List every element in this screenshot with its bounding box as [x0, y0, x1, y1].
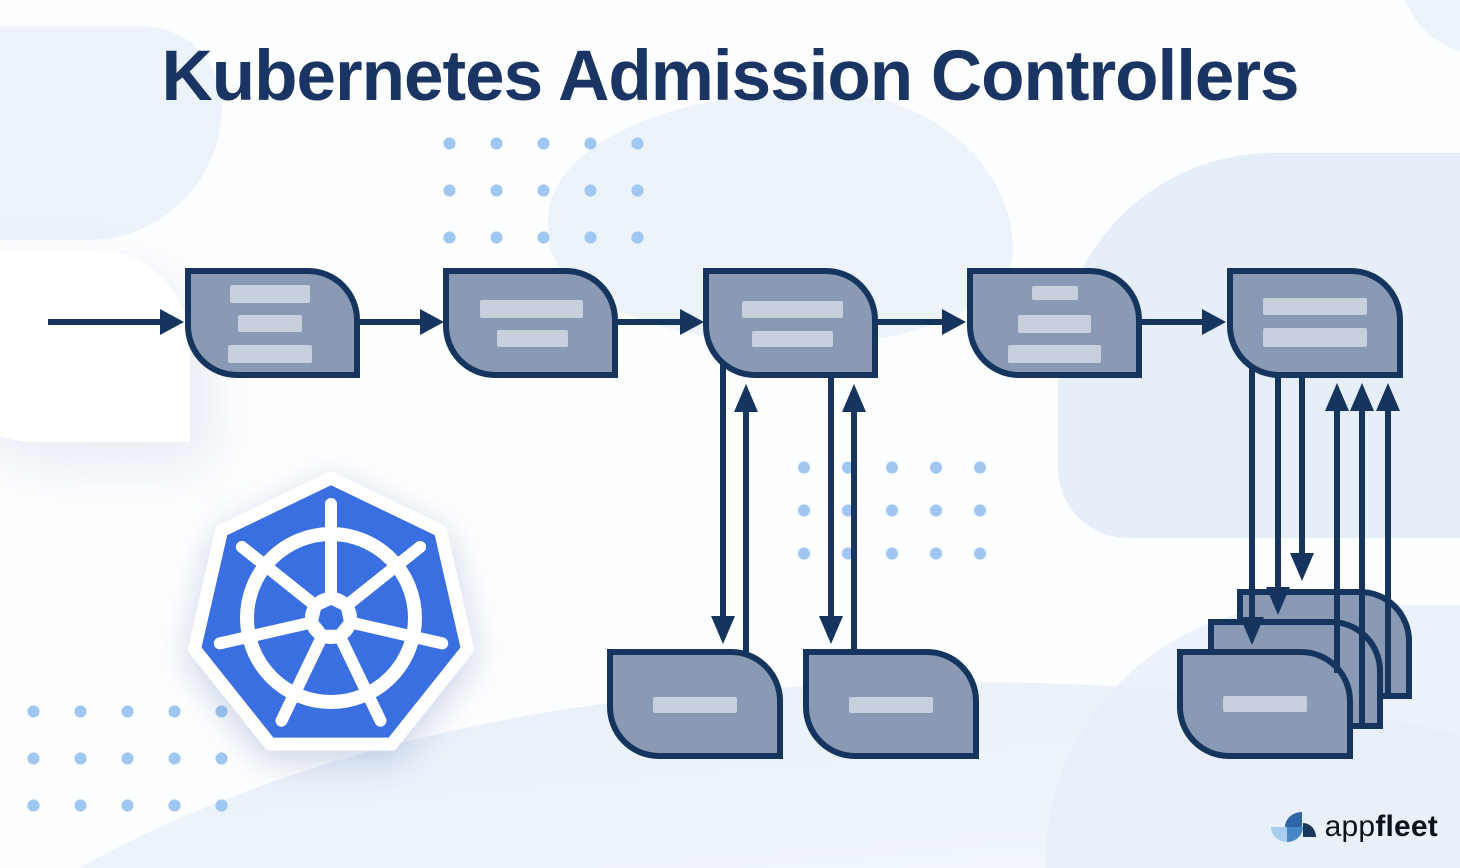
appfleet-logo-icon	[1270, 811, 1317, 843]
flow-stage-box-2	[443, 268, 618, 378]
dot-grid-top	[426, 120, 661, 261]
callout-box-left	[607, 649, 783, 759]
text-placeholder-bar	[1008, 345, 1101, 363]
brand-name-suffix: fleet	[1375, 810, 1438, 843]
brand-name: appfleet	[1325, 810, 1438, 844]
text-placeholder-bar	[849, 697, 933, 713]
text-placeholder-bar	[497, 330, 568, 347]
petal-left	[1270, 826, 1287, 842]
text-placeholder-bar	[1263, 328, 1367, 347]
down-arrow-left-pair-1	[711, 364, 735, 644]
flow-stage-box-1	[185, 268, 360, 378]
text-placeholder-bar	[1032, 286, 1078, 300]
text-placeholder-bar	[752, 331, 833, 347]
text-placeholder-bar	[1263, 298, 1367, 315]
callout-box-right	[803, 649, 979, 759]
text-placeholder-bar	[480, 300, 583, 318]
flow-stage-box-4	[967, 268, 1142, 378]
kubernetes-logo	[188, 471, 474, 751]
text-placeholder-bar	[230, 285, 310, 303]
page-title: Kubernetes Admission Controllers	[161, 37, 1299, 116]
text-placeholder-bar	[238, 315, 302, 332]
brand-footer: appfleet	[1270, 810, 1438, 844]
brand-name-prefix: app	[1324, 810, 1376, 843]
dot-grid-middle	[782, 446, 1004, 578]
stacked-box-front	[1177, 649, 1353, 759]
dot-grid-bottom-left	[10, 688, 245, 829]
text-placeholder-bar	[742, 301, 843, 318]
text-placeholder-bar	[653, 697, 737, 713]
ship-wheel-icon	[213, 498, 449, 727]
flow-arrow-1-2	[360, 309, 444, 335]
text-placeholder-bar	[1018, 315, 1091, 333]
petal-middle	[1286, 826, 1303, 842]
text-placeholder-bar	[228, 345, 312, 363]
petal-navy	[1302, 822, 1316, 837]
text-placeholder-bar	[1223, 696, 1307, 712]
petal-top	[1284, 811, 1302, 827]
flow-stage-box-5	[1227, 268, 1403, 378]
background-leaf-start	[0, 250, 190, 442]
flow-stage-box-3	[703, 268, 878, 378]
up-arrow-left-pair-1	[734, 384, 758, 652]
